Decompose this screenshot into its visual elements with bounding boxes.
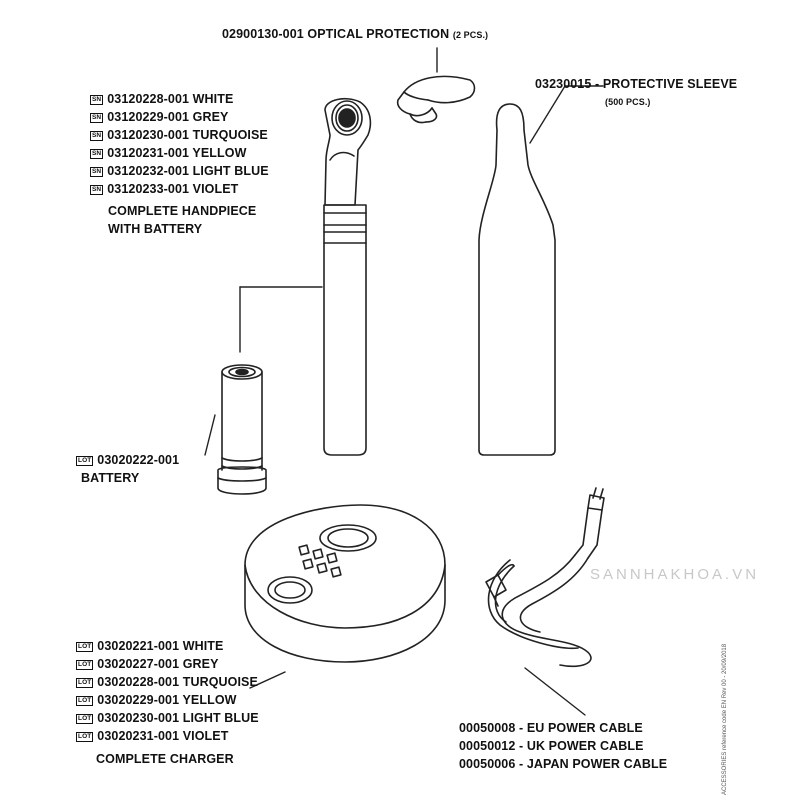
protective-sleeve-drawing [478, 85, 604, 456]
handpiece-title-line2: WITH BATTERY [108, 222, 203, 236]
lot-tag-icon: LOT [76, 714, 94, 724]
battery-drawing [204, 364, 267, 495]
optical-protection-code: 02900130-001 OPTICAL PROTECTION [222, 27, 450, 41]
lot-tag-icon: LOT [76, 696, 94, 706]
power-cable-eu: 00050008 - EU POWER CABLE [459, 721, 643, 735]
lot-tag-icon: LOT [76, 678, 94, 688]
lot-tag-icon: LOT [76, 732, 94, 742]
protective-sleeve-code: 03230015 - PROTECTIVE SLEEVE [535, 77, 738, 91]
optical-protection-drawing [396, 47, 476, 124]
handpiece-title-line1: COMPLETE HANDPIECE [108, 204, 257, 218]
sn-tag-icon: SN [90, 167, 104, 177]
lot-tag-icon: LOT [76, 660, 94, 670]
power-cable-japan: 00050006 - JAPAN POWER CABLE [459, 757, 668, 771]
protective-sleeve-qty: (500 PCS.) [605, 97, 651, 107]
sn-tag-icon: SN [90, 131, 104, 141]
battery-title: BATTERY [81, 471, 140, 485]
charger-drawing [244, 504, 446, 689]
optical-protection-qty: (2 PCS.) [452, 30, 489, 40]
power-cable-label-block: 00050008 - EU POWER CABLE 00050012 - UK … [459, 719, 667, 773]
sn-tag-icon: SN [90, 113, 104, 123]
sn-tag-icon: SN [90, 185, 104, 195]
charger-title: COMPLETE CHARGER [96, 752, 234, 766]
power-cable-drawing [485, 487, 605, 716]
protective-sleeve-label: 03230015 - PROTECTIVE SLEEVE (500 PCS.) [535, 75, 737, 111]
optical-protection-label: 02900130-001 OPTICAL PROTECTION (2 PCS.) [222, 25, 488, 44]
battery-code: 03020222-001 [97, 453, 180, 467]
document-footnote: ACCESSORIES reference code EN Rev 00 - 2… [722, 643, 728, 795]
sn-tag-icon: SN [90, 95, 104, 105]
power-cable-uk: 00050012 - UK POWER CABLE [459, 739, 644, 753]
lot-tag-icon: LOT [76, 456, 94, 466]
handpiece-drawing [239, 98, 372, 456]
sn-tag-icon: SN [90, 149, 104, 159]
watermark-text: SANNHAKHOA.VN [590, 566, 760, 583]
lot-tag-icon: LOT [76, 642, 94, 652]
